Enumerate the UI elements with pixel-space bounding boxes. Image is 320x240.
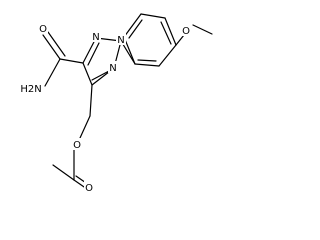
bond-acyl-methyl <box>52 164 75 181</box>
bond-carbonyl-n <box>44 58 61 87</box>
bond-c5-ch2 <box>89 84 93 117</box>
bond-ar3-inner <box>160 21 172 45</box>
bond-ar1 <box>134 63 160 67</box>
molecule-diagram: N N N O O H2N O O <box>20 13 213 194</box>
bond-ar5 <box>123 13 142 38</box>
mask-n-bottom <box>108 61 118 73</box>
atom-o-ester: O <box>73 140 81 151</box>
bond-ch2-o <box>79 115 91 139</box>
atom-o-amide: O <box>39 24 47 35</box>
bond-carbonyl-o-double <box>47 31 66 57</box>
mask-n-middle <box>116 33 126 45</box>
mask-o-amide <box>38 22 48 34</box>
atom-n-top: N <box>92 32 99 43</box>
atom-o-methoxy: O <box>182 26 190 37</box>
bond-c4-n1-double <box>87 42 100 66</box>
bond-ar2 <box>158 44 177 67</box>
bond-ar5-inner <box>128 19 143 39</box>
bond-ar1-inner <box>137 59 157 62</box>
bond-n3-c5-double <box>91 70 110 81</box>
mask-nh2 <box>20 82 42 95</box>
atom-n-bottom: N <box>109 63 116 74</box>
bond-ar4 <box>140 13 166 19</box>
bond-aryl-o <box>175 34 185 46</box>
bond-ar3 <box>164 17 177 46</box>
mask-n-top <box>91 30 101 42</box>
bond-carbonyl-o <box>42 34 61 60</box>
bond-c5-c4 <box>82 62 93 86</box>
structure-canvas: N N N O O H2N O O <box>20 13 213 194</box>
mask-o-carbonyl <box>84 181 94 193</box>
atom-n-middle: N <box>117 35 124 46</box>
mask-o-methoxy <box>181 24 191 36</box>
bond-c4-carbonyl <box>59 58 84 64</box>
bond-o-methyl <box>192 24 213 35</box>
atom-o-carbonyl: O <box>85 183 93 194</box>
bond-c4-n1 <box>82 37 97 64</box>
atom-nh2: H2N <box>20 84 41 95</box>
mask-o-ester <box>72 138 82 150</box>
